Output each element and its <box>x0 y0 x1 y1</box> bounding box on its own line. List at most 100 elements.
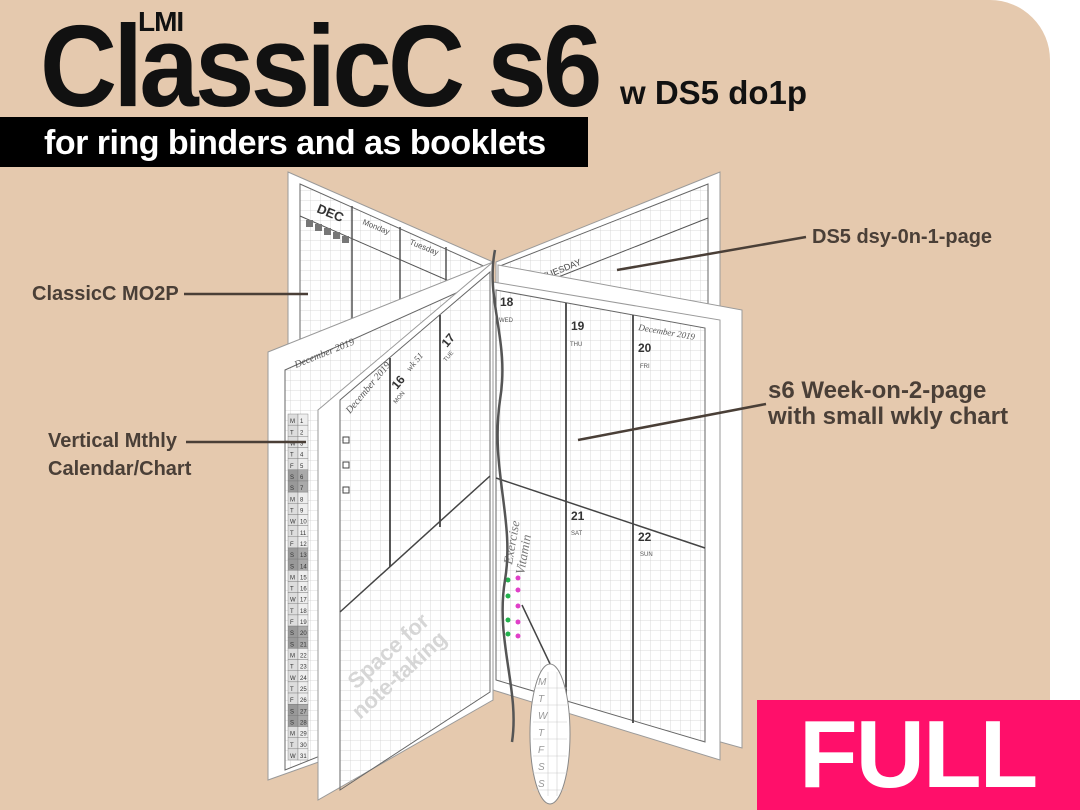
vmc-day-number: 28 <box>300 721 307 727</box>
vmc-weekday-letter: M <box>290 419 295 425</box>
vmc-day-number: 12 <box>300 542 307 548</box>
callout-ds5: DS5 dsy-0n-1-page <box>812 226 993 248</box>
vmc-weekday-letter: T <box>290 453 294 459</box>
callout-week-line1: s6 Week-on-2-page <box>768 377 987 404</box>
vmc-weekday-letter: W <box>290 754 296 760</box>
day-22: 22 <box>638 530 652 544</box>
vmc-day-number: 6 <box>300 475 304 481</box>
tag-weekday-letter: F <box>538 745 545 756</box>
vmc-weekday-letter: T <box>290 743 294 749</box>
vmc-weekday-letter: M <box>290 654 295 660</box>
subtitle-text: for ring binders and as booklets <box>44 124 546 162</box>
vmc-day-number: 22 <box>300 654 307 660</box>
elastic-string <box>491 249 515 743</box>
vmc-weekday-letter: F <box>290 464 294 470</box>
vmc-day-number: 14 <box>300 564 307 570</box>
vmc-day-number: 10 <box>300 520 307 526</box>
wkly-chart-dots <box>505 575 521 639</box>
vmc-day-number: 18 <box>300 609 307 615</box>
vmc-day-number: 5 <box>300 464 304 470</box>
vmc-day-number: 29 <box>300 732 307 738</box>
vmc-day-number: 25 <box>300 687 307 693</box>
vmc-weekday-letter: M <box>290 575 295 581</box>
tag-weekday-letter: T <box>538 694 545 705</box>
tag-weekday-letter: T <box>538 728 545 739</box>
day-18: 18 <box>500 295 514 309</box>
vmc-day-number: 2 <box>300 430 304 436</box>
day-19: 19 <box>571 319 585 333</box>
sat-abbr: SAT <box>571 531 583 537</box>
vmc-weekday-letter: S <box>290 564 294 570</box>
week-left-page: December 2019 wk 51 16 MON 17 TUE Space … <box>317 260 494 801</box>
vmc-day-number: 26 <box>300 698 307 704</box>
callout-vmc-line2: Calendar/Chart <box>48 458 192 480</box>
vmc-day-number: 15 <box>300 575 307 581</box>
thu-abbr: THU <box>570 342 582 348</box>
vmc-weekday-letter: T <box>290 609 294 615</box>
vmc-day-number: 1 <box>300 419 304 425</box>
vmc-weekday-letter: S <box>290 486 294 492</box>
tag-weekday-letter: S <box>538 779 545 790</box>
tag-weekday-letter: M <box>538 677 547 688</box>
vmc-weekday-letter: M <box>290 732 295 738</box>
vmc-weekday-letter: W <box>290 520 296 526</box>
vmc-day-number: 11 <box>300 531 307 537</box>
vmc-day-number: 27 <box>300 709 307 715</box>
callout-week-line2: with small wkly chart <box>768 403 1009 430</box>
vmc-day-number: 21 <box>300 642 307 648</box>
vmc-weekday-letter: S <box>290 475 294 481</box>
vmc-day-number: 7 <box>300 486 304 492</box>
vmc-weekday-letter: M <box>290 497 295 503</box>
vmc-day-number: 17 <box>300 598 307 604</box>
vmc-day-number: 31 <box>300 754 307 760</box>
vmc-weekday-letter: S <box>290 709 294 715</box>
week-right-page: December 2019 18 WED 19 THU 20 FRI 21 SA… <box>492 264 743 761</box>
vmc-day-number: 8 <box>300 497 304 503</box>
vmc-weekday-letter: S <box>290 631 294 637</box>
vmc-day-number: 20 <box>300 631 307 637</box>
vmc-day-number: 19 <box>300 620 307 626</box>
tag-weekday-letter: W <box>538 711 549 722</box>
callout-lines <box>184 235 807 444</box>
vmc-weekday-letter: S <box>290 553 294 559</box>
vmc-weekday-letter: T <box>290 687 294 693</box>
vmc-day-number: 16 <box>300 587 307 593</box>
vmc-day-number: 3 <box>300 441 304 447</box>
sun-abbr: SUN <box>640 552 653 558</box>
vmc-weekday-letter: W <box>290 676 296 682</box>
wed-abbr: WED <box>499 318 514 324</box>
vmc-day-number: 23 <box>300 665 307 671</box>
vmc-weekday-letter: W <box>290 441 296 447</box>
vmc-day-number: 9 <box>300 508 304 514</box>
vmc-date-cell <box>297 748 309 761</box>
day-20: 20 <box>638 341 652 355</box>
product-title: ClassicC s6 <box>40 1 602 131</box>
vmc-weekday-letter: T <box>290 665 294 671</box>
vmc-weekday-letter: T <box>290 587 294 593</box>
vmc-weekday-letter: F <box>290 542 294 548</box>
vmc-weekday-letter: F <box>290 698 294 704</box>
vmc-weekday-letter: S <box>290 642 294 648</box>
vmc-day-number: 13 <box>300 553 307 559</box>
callout-mo2p: ClassicC MO2P <box>32 283 179 305</box>
subtitle-banner: for ring binders and as booklets <box>0 117 588 167</box>
vmc-weekday-letter: W <box>290 598 296 604</box>
callout-vmc-line1: Vertical Mthly <box>48 430 177 452</box>
tag-weekday-letter: S <box>538 762 545 773</box>
product-suffix: w DS5 do1p <box>620 74 808 111</box>
vmc-weekday-letter: T <box>290 430 294 436</box>
vmc-weekday-letter: T <box>290 531 294 537</box>
vmc-day-number: 4 <box>300 453 304 459</box>
day-21: 21 <box>571 509 585 523</box>
vmc-weekday-letter: T <box>290 508 294 514</box>
fri-abbr: FRI <box>640 364 650 370</box>
vmc-day-number: 30 <box>300 743 307 749</box>
chart-label-vitamin: Vitamin <box>512 533 534 575</box>
brand-label: LMI <box>138 6 184 37</box>
vmc-weekday-letter: S <box>290 721 294 727</box>
vmc-weekday-letter: F <box>290 620 294 626</box>
vmc-day-number: 24 <box>300 676 307 682</box>
